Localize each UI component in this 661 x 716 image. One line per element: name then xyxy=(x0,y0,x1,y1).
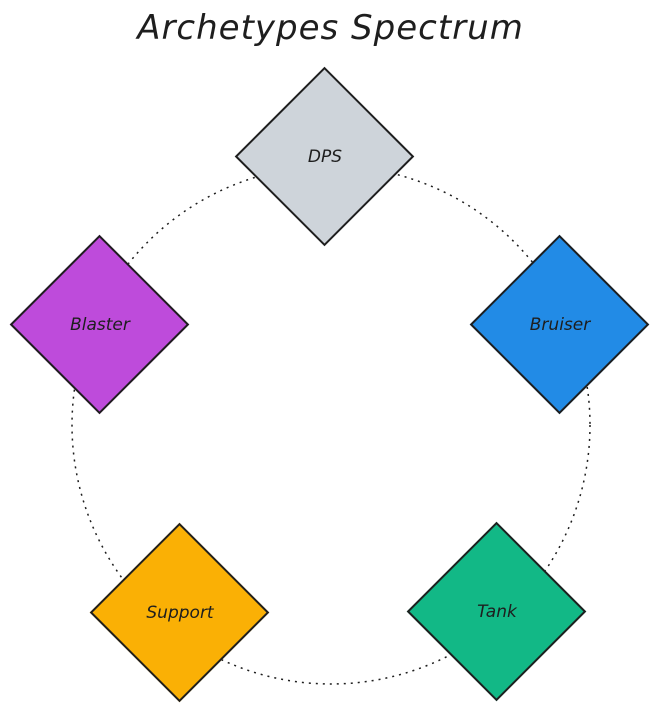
node-support[interactable]: Support xyxy=(89,522,270,703)
node-label: Blaster xyxy=(70,315,130,335)
node-label: Tank xyxy=(477,602,517,622)
diagram-title: Archetypes Spectrum xyxy=(137,8,524,48)
node-blaster[interactable]: Blaster xyxy=(9,234,190,415)
node-dps[interactable]: DPS xyxy=(234,66,415,247)
node-label: Support xyxy=(146,603,214,623)
node-bruiser[interactable]: Bruiser xyxy=(469,234,650,415)
node-label: Bruiser xyxy=(529,315,591,335)
node-label: DPS xyxy=(307,147,343,167)
node-tank[interactable]: Tank xyxy=(406,521,587,702)
